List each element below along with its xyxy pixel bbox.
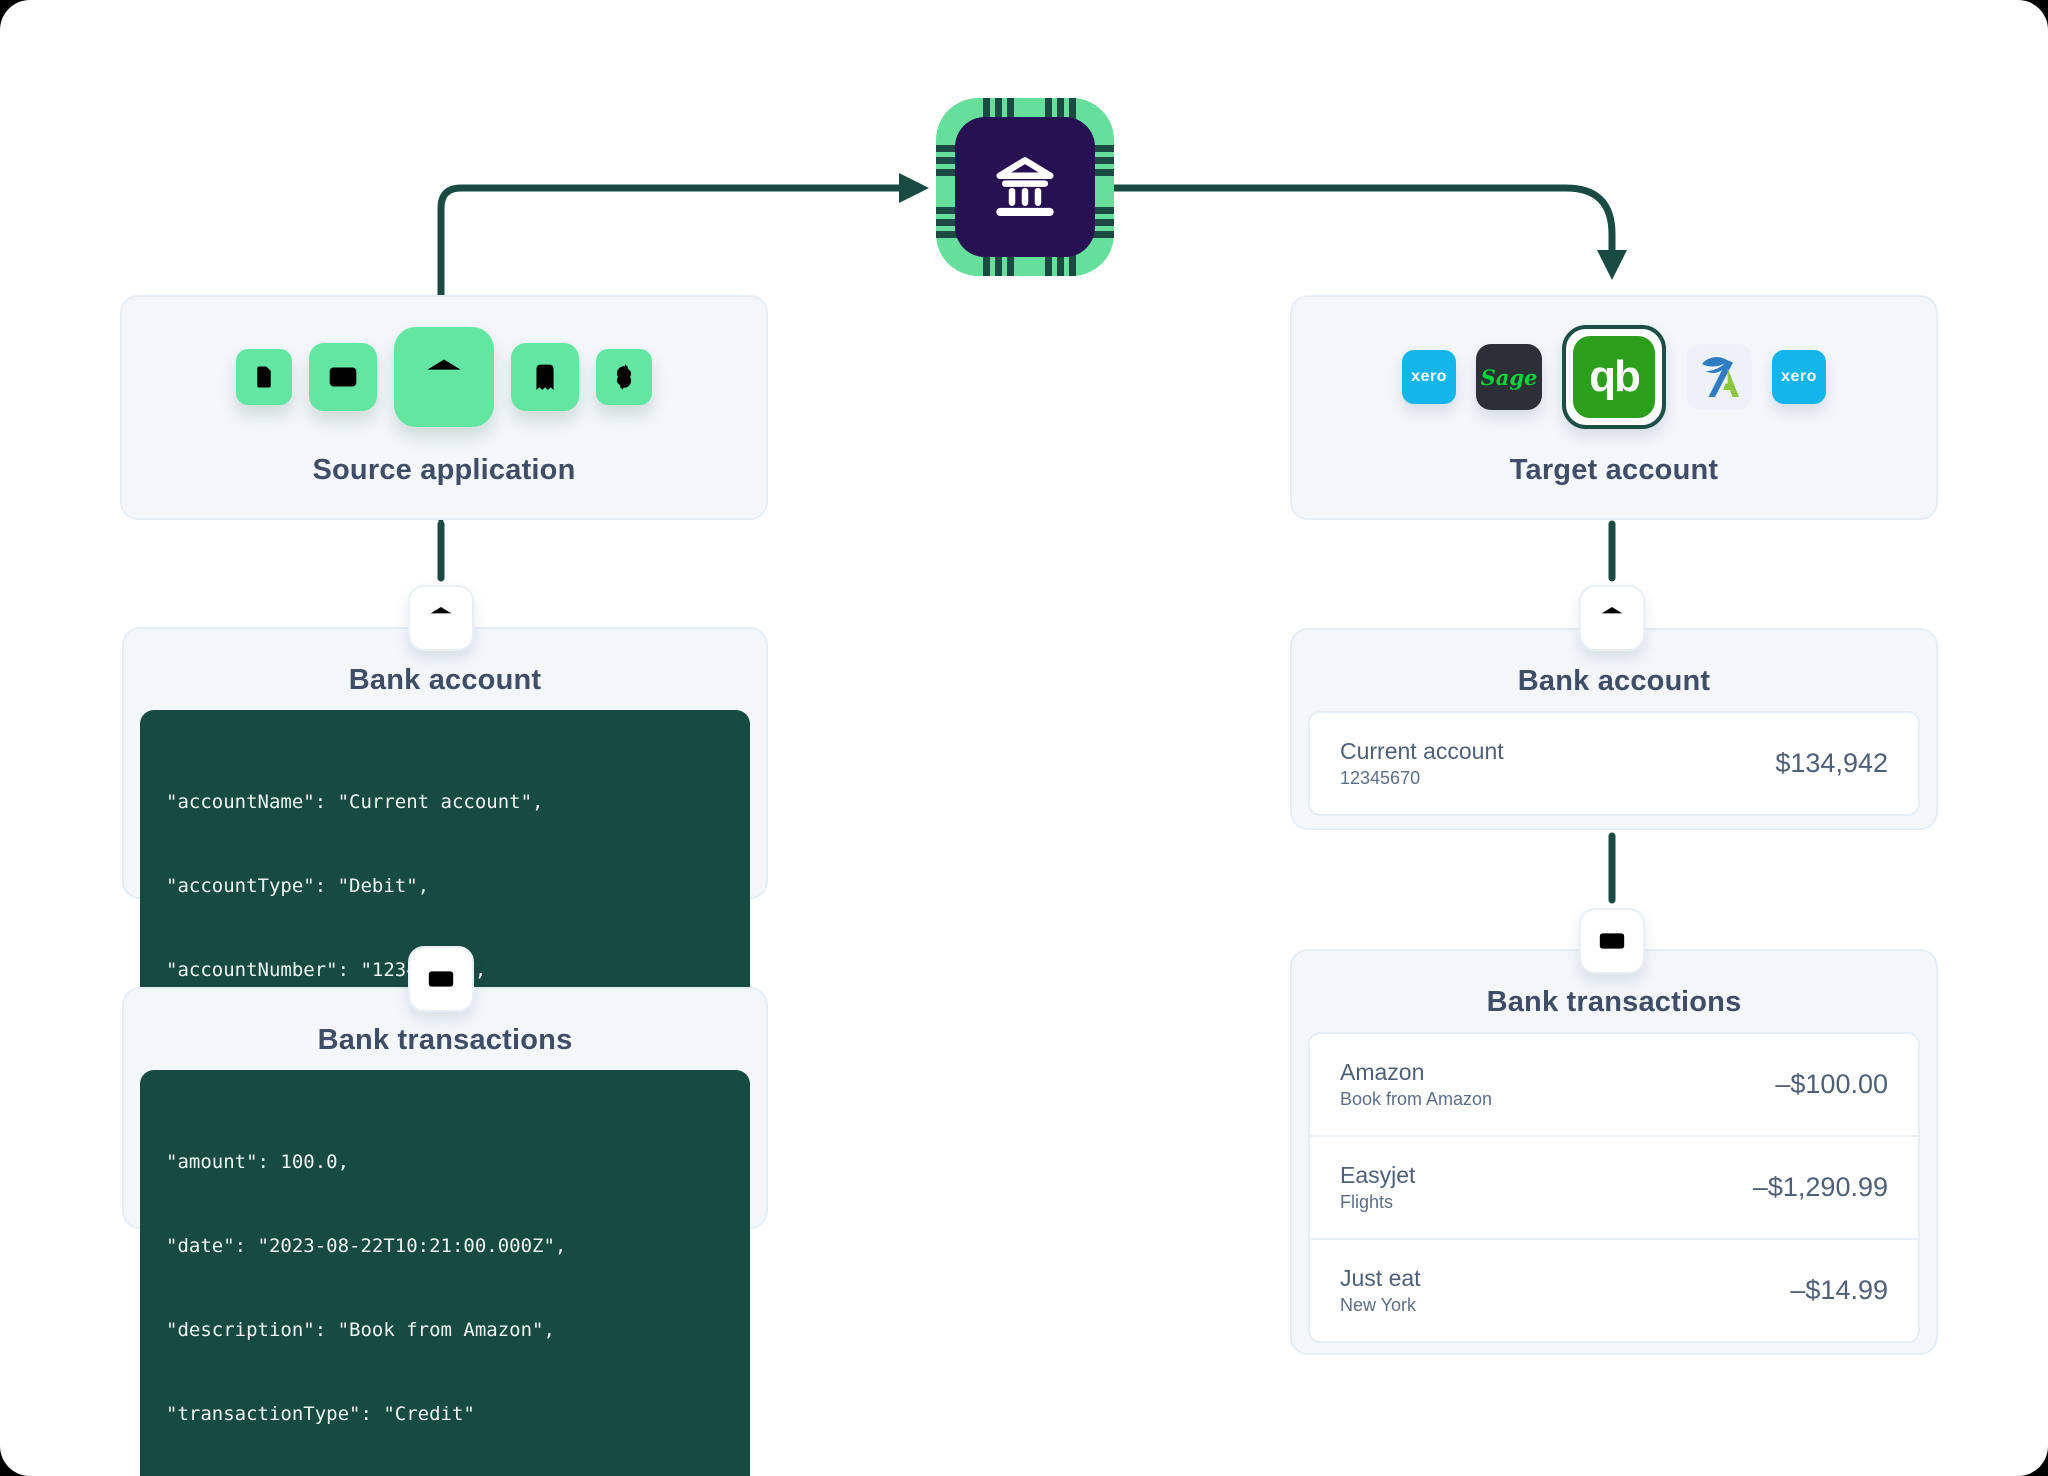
sage-wordmark: Sage [1480, 364, 1538, 390]
transaction-amount: –$100.00 [1775, 1069, 1888, 1099]
bank-transactions-title: Bank transactions [1486, 986, 1742, 1018]
target-account-panel: xero Sage qb xero Target account [1290, 295, 1938, 520]
target-panel-title: Target account [1509, 454, 1719, 486]
bank-icon-badge [1579, 585, 1645, 651]
code-line: "amount": 100.0, [166, 1151, 350, 1173]
transaction-row: Easyjet Flights –$1,290.99 [1310, 1135, 1918, 1238]
xero-logo: xero [1772, 350, 1826, 404]
document-icon [236, 349, 292, 405]
code-line: "accountType": "Debit", [166, 875, 430, 897]
banknote-icon-badge [1579, 908, 1645, 974]
target-app-row: xero Sage qb xero [1402, 325, 1826, 429]
xero-wordmark: xero [1781, 368, 1817, 385]
receipt-icon [511, 343, 579, 411]
account-card: Current account 12345670 $134,942 [1308, 711, 1920, 816]
sage-logo: Sage [1476, 344, 1542, 410]
transaction-row: Amazon Book from Amazon –$100.00 [1310, 1034, 1918, 1135]
source-panel-title: Source application [312, 454, 576, 486]
transaction-merchant: Just eat [1340, 1265, 1421, 1291]
quickbooks-logo: qb [1562, 325, 1666, 429]
credit-card-icon [309, 343, 377, 411]
source-icon-row [236, 325, 652, 429]
bank-transactions-json: "amount": 100.0, "date": "2023-08-22T10:… [140, 1070, 750, 1476]
account-name: Current account [1340, 738, 1504, 764]
transaction-amount: –$14.99 [1790, 1275, 1888, 1305]
bank-account-title: Bank account [1517, 665, 1711, 697]
transaction-description: Book from Amazon [1340, 1089, 1493, 1109]
transaction-merchant: Easyjet [1340, 1162, 1416, 1188]
transactions-card: Amazon Book from Amazon –$100.00 Easyjet… [1308, 1032, 1920, 1343]
bank-icon-badge [408, 585, 474, 651]
target-bank-account-panel: Bank account Current account 12345670 $1… [1290, 628, 1938, 830]
code-line: "transactionType": "Credit" [166, 1403, 475, 1425]
freeagent-logo [1686, 344, 1752, 410]
money-sync-icon [596, 349, 652, 405]
transaction-description: New York [1340, 1295, 1417, 1315]
account-number: 12345670 [1340, 768, 1421, 788]
xero-logo: xero [1402, 350, 1456, 404]
bank-icon [394, 327, 494, 427]
chip-pins [936, 98, 1114, 276]
bank-chip-icon [936, 98, 1114, 276]
source-application-panel: Source application [120, 295, 768, 520]
code-line: "accountName": "Current account", [166, 791, 544, 813]
transaction-amount: –$1,290.99 [1752, 1172, 1888, 1202]
bank-account-title: Bank account [348, 664, 542, 696]
source-bank-transactions-panel: Bank transactions "amount": 100.0, "date… [122, 987, 768, 1476]
account-balance: $134,942 [1775, 748, 1888, 778]
source-bank-account-panel: Bank account "accountName": "Current acc… [122, 627, 768, 1230]
target-bank-transactions-panel: Bank transactions Amazon Book from Amazo… [1290, 949, 1938, 1355]
code-line: "description": "Book from Amazon", [166, 1319, 555, 1341]
bank-icon [996, 157, 1054, 217]
banknote-icon-badge [408, 946, 474, 1012]
bank-transactions-title: Bank transactions [317, 1024, 573, 1056]
xero-wordmark: xero [1411, 368, 1447, 385]
transaction-row: Just eat New York –$14.99 [1310, 1238, 1918, 1341]
transaction-merchant: Amazon [1340, 1059, 1425, 1085]
quickbooks-mark: qb [1573, 336, 1655, 418]
account-row: Current account 12345670 $134,942 [1310, 713, 1918, 814]
code-line: "date": "2023-08-22T10:21:00.000Z", [166, 1235, 567, 1257]
transaction-description: Flights [1340, 1192, 1394, 1212]
